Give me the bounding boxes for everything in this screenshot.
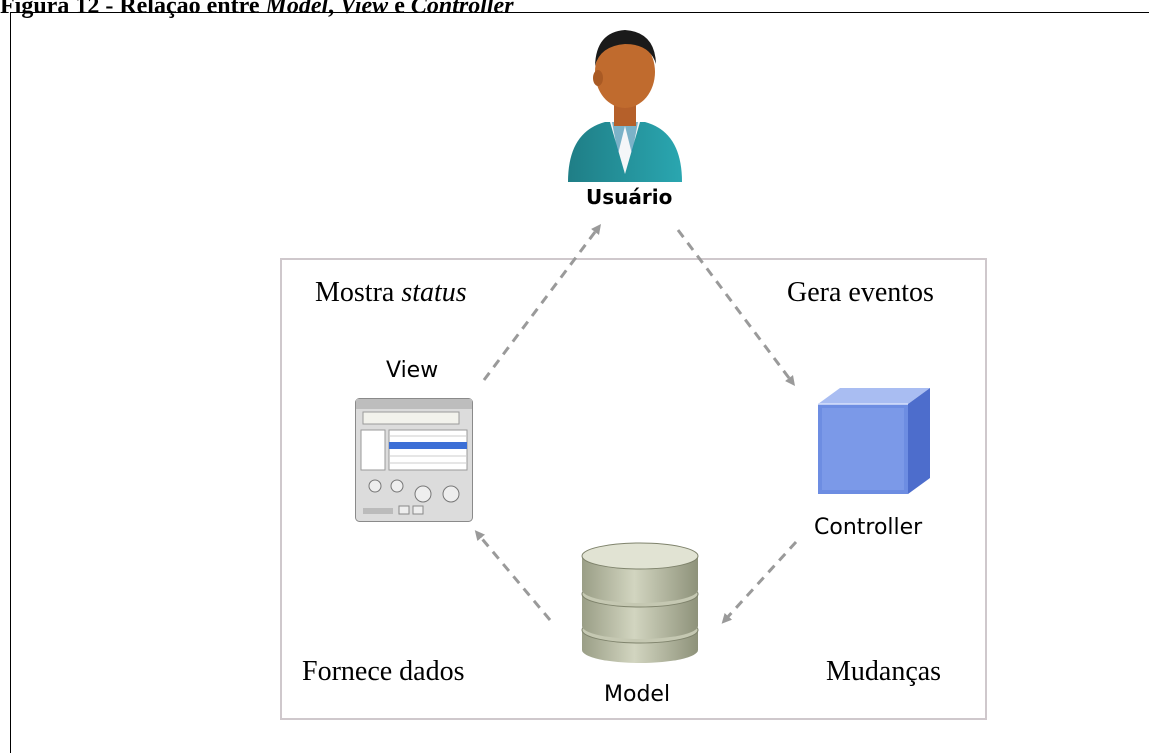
view-label: View: [386, 358, 439, 383]
controller-label: Controller: [814, 515, 923, 540]
arrow-model-to-view: [474, 530, 552, 621]
label-show-status: Mostra status: [315, 277, 467, 309]
figure-frame: [10, 12, 1149, 753]
arrow-controller-to-model: [721, 540, 798, 624]
figure-caption: Figura 12 - Relação entre Model, View e …: [0, 0, 514, 20]
show-status-em: status: [401, 277, 467, 308]
caption-controller: Controller: [410, 0, 514, 19]
label-generates-events: Gera eventos: [787, 277, 934, 308]
view-window-icon: [355, 398, 473, 522]
label-provides-data: Fornece dados: [302, 656, 465, 687]
controller-cube-icon: [818, 388, 930, 494]
user-icon: [568, 30, 682, 182]
caption-view: View: [340, 0, 389, 19]
caption-prefix: Figura 12 - Relação entre: [0, 0, 266, 19]
user-label: Usuário: [586, 185, 673, 209]
model-database-icon: [581, 542, 699, 663]
label-changes: Mudanças: [826, 656, 942, 687]
mvc-box: [280, 258, 987, 720]
arrow-user-to-controller: [676, 229, 795, 386]
caption-sep: ,: [328, 0, 341, 19]
flow-arrows: [474, 224, 798, 624]
model-label: Model: [604, 682, 671, 707]
caption-model: Model: [265, 0, 329, 19]
caption-conj: e: [388, 0, 411, 19]
arrow-view-to-user: [482, 224, 601, 381]
show-status-prefix: Mostra: [315, 277, 402, 308]
